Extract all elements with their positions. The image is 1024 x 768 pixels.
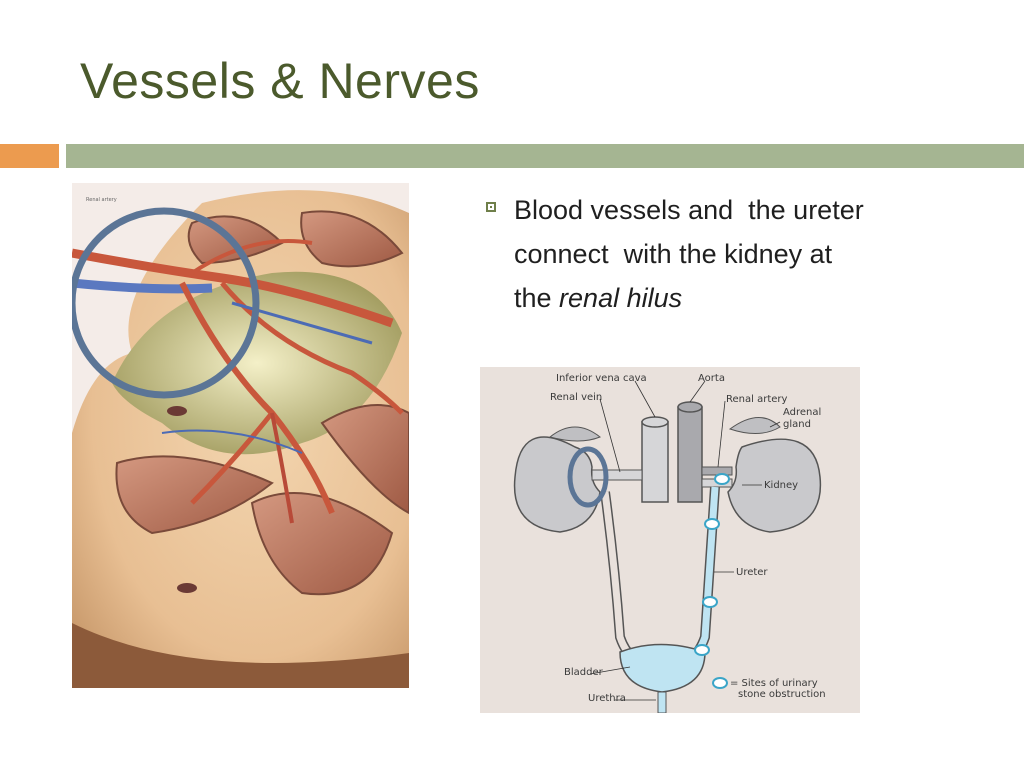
bullet-line-2: connect with the kidney at — [514, 239, 833, 269]
legend-line-1: = Sites of urinary — [730, 678, 818, 689]
accent-bar-green — [66, 144, 1024, 168]
label-bladder: Bladder — [564, 667, 604, 678]
hilus-highlight-circle — [72, 207, 260, 399]
renal-hilus-term: renal hilus — [559, 283, 683, 313]
bullet-item: Blood vessels and the ureter connect wit… — [486, 188, 966, 320]
label-kidney: Kidney — [764, 480, 798, 491]
label-renal-artery: Renal artery — [726, 394, 787, 405]
legend-line-2: stone obstruction — [738, 689, 826, 700]
label-inferior-vena-cava: Inferior vena cava — [556, 373, 647, 384]
bullet-line-3: the renal hilus — [514, 276, 966, 320]
label-urethra: Urethra — [588, 693, 626, 704]
label-aorta: Aorta — [698, 373, 725, 384]
hilus-highlight-ellipse — [567, 446, 609, 508]
label-renal-vein: Renal vein — [550, 392, 602, 403]
legend-marker-icon — [712, 677, 728, 689]
urinary-system-diagram: Inferior vena cava Aorta Renal vein Rena… — [480, 367, 860, 713]
bullet-line-1: Blood vessels and the ureter — [514, 195, 864, 225]
label-ureter: Ureter — [736, 567, 768, 578]
renal-artery-small-label: Renal artery — [86, 197, 117, 203]
bullet-line-3-prefix: the — [514, 283, 560, 313]
kidney-cross-section-image: Renal artery — [72, 183, 409, 688]
bullet-text: Blood vessels and the ureter connect wit… — [514, 188, 966, 320]
accent-bar-orange — [0, 144, 59, 168]
square-bullet-icon — [486, 202, 496, 212]
label-adrenal: Adrenal — [783, 407, 821, 418]
slide-title: Vessels & Nerves — [80, 53, 480, 109]
label-gland: gland — [783, 419, 811, 430]
